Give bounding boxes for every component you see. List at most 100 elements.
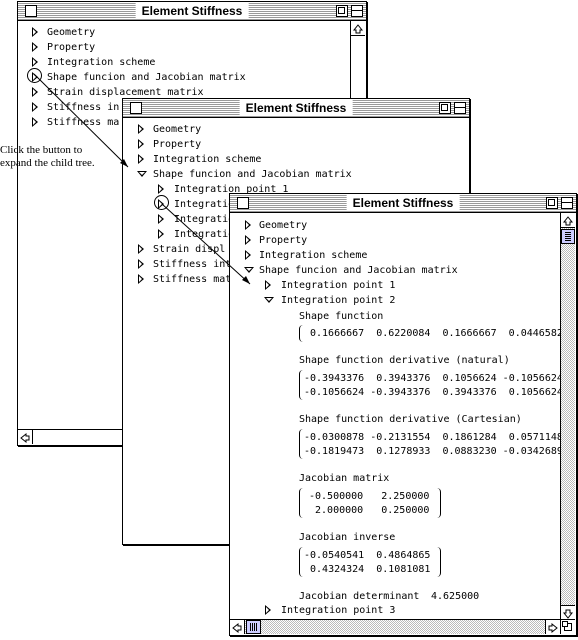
horizontal-scrollbar[interactable] bbox=[230, 619, 560, 634]
tree-item-integration-scheme[interactable]: Integration scheme bbox=[47, 57, 156, 68]
title-bar[interactable]: Element Stiffness bbox=[18, 2, 366, 21]
expand-triangle-icon[interactable] bbox=[245, 235, 251, 245]
scroll-left-arrow-icon[interactable] bbox=[18, 430, 33, 444]
expand-triangle-icon[interactable] bbox=[32, 27, 38, 37]
matrix-row: -0.1056624 -0.3943376 0.3943376 0.105662… bbox=[304, 387, 560, 398]
tree-item-property[interactable]: Property bbox=[47, 42, 96, 53]
close-box[interactable] bbox=[25, 5, 37, 17]
shape-function-label: Shape function bbox=[299, 311, 384, 322]
collapse-triangle-icon[interactable] bbox=[264, 297, 274, 303]
tree-item-integration-point-2[interactable]: Integratio bbox=[174, 199, 235, 210]
matrix-row: 0.1666667 0.6220084 0.1666667 0.0446582 bbox=[310, 328, 560, 339]
jacobian-determinant-label: Jacobian determinant bbox=[299, 591, 420, 602]
tree-item-geometry[interactable]: Geometry bbox=[259, 220, 308, 231]
collapse-box[interactable] bbox=[454, 102, 466, 114]
matrix-row: 2.000000 0.250000 bbox=[309, 505, 430, 516]
jacobian-matrix bbox=[299, 488, 441, 518]
window-title: Element Stiffness bbox=[135, 3, 249, 19]
scroll-up-arrow-icon[interactable] bbox=[561, 213, 575, 228]
zoom-box[interactable] bbox=[336, 5, 348, 17]
tree-item-shape-function[interactable]: Shape funcion and Jacobian matrix bbox=[47, 72, 246, 83]
expand-triangle-icon[interactable] bbox=[32, 102, 38, 112]
collapse-triangle-icon[interactable] bbox=[137, 171, 147, 177]
tree-item-stiffness-matrix[interactable]: Stiffness ma bbox=[47, 117, 120, 128]
matrix-row: 0.4324324 0.1081081 bbox=[304, 564, 431, 575]
tree-item-integration-point-2[interactable]: Integration point 2 bbox=[281, 295, 396, 306]
expand-triangle-icon[interactable] bbox=[158, 229, 164, 239]
callout-line-2: expand the child tree. bbox=[0, 157, 95, 169]
callout-line-1: Click the button to bbox=[0, 144, 83, 156]
scroll-thumb[interactable] bbox=[246, 620, 261, 634]
scroll-left-arrow-icon[interactable] bbox=[230, 620, 245, 634]
zoom-box[interactable] bbox=[439, 102, 451, 114]
expand-triangle-icon[interactable] bbox=[138, 244, 144, 254]
expand-triangle-icon[interactable] bbox=[138, 259, 144, 269]
expand-triangle-icon[interactable] bbox=[32, 117, 38, 127]
collapse-box[interactable] bbox=[561, 197, 573, 209]
expand-triangle-icon[interactable] bbox=[245, 250, 251, 260]
shape-derivative-cartesian-matrix bbox=[299, 429, 560, 459]
expand-triangle-icon[interactable] bbox=[158, 214, 164, 224]
tree-item-integration-point-1[interactable]: Integration point 1 bbox=[174, 184, 289, 195]
tree-item-shape-function[interactable]: Shape funcion and Jacobian matrix bbox=[259, 265, 458, 276]
expand-triangle-icon[interactable] bbox=[138, 139, 144, 149]
tree-item-geometry[interactable]: Geometry bbox=[47, 27, 96, 38]
tree-item-stiffness-integration[interactable]: Stiffness in bbox=[47, 102, 120, 113]
scroll-thumb[interactable] bbox=[561, 229, 575, 244]
tree-item-shape-function[interactable]: Shape funcion and Jacobian matrix bbox=[153, 169, 352, 180]
tree-item-stiffness-matrix[interactable]: Stiffness mat bbox=[153, 274, 232, 285]
collapse-triangle-icon[interactable] bbox=[244, 267, 254, 273]
jacobian-inverse-label: Jacobian inverse bbox=[299, 532, 396, 543]
expand-triangle-icon[interactable] bbox=[158, 199, 164, 209]
expand-triangle-icon[interactable] bbox=[32, 42, 38, 52]
shape-derivative-cartesian-label: Shape function derivative (Cartesian) bbox=[299, 414, 522, 425]
zoom-box[interactable] bbox=[546, 197, 558, 209]
expand-triangle-icon[interactable] bbox=[138, 154, 144, 164]
title-bar[interactable]: Element Stiffness bbox=[230, 194, 576, 213]
shape-function-matrix bbox=[299, 325, 560, 342]
tree-item-integration-scheme[interactable]: Integration scheme bbox=[259, 250, 368, 261]
close-box[interactable] bbox=[237, 197, 249, 209]
grow-box[interactable] bbox=[560, 619, 575, 634]
expand-triangle-icon[interactable] bbox=[265, 605, 271, 615]
tree-item-integration-scheme[interactable]: Integration scheme bbox=[153, 154, 262, 165]
tree-item-integration-point-3[interactable]: Integratio bbox=[174, 214, 235, 225]
tree-item-strain-displacement[interactable]: Strain displ bbox=[153, 244, 226, 255]
tree-item-property[interactable]: Property bbox=[153, 139, 202, 150]
matrix-row: -0.0300878 -0.2131554 0.1861284 0.057114… bbox=[304, 432, 560, 443]
element-stiffness-window-3: Element Stiffness Geometry Property Inte… bbox=[229, 193, 577, 636]
expand-triangle-icon[interactable] bbox=[265, 280, 271, 290]
tree-item-stiffness-integration[interactable]: Stiffness int bbox=[153, 259, 232, 270]
scroll-track[interactable] bbox=[245, 620, 545, 634]
vertical-scrollbar[interactable] bbox=[560, 213, 575, 620]
expand-triangle-icon[interactable] bbox=[138, 124, 144, 134]
matrix-row: -0.500000 2.250000 bbox=[309, 491, 430, 502]
tree-item-integration-point-1[interactable]: Integration point 1 bbox=[281, 280, 396, 291]
highlight-circle bbox=[154, 195, 169, 210]
jacobian-determinant-value: 4.625000 bbox=[431, 591, 480, 602]
tree-item-geometry[interactable]: Geometry bbox=[153, 124, 202, 135]
expand-triangle-icon[interactable] bbox=[32, 72, 38, 82]
title-bar[interactable]: Element Stiffness bbox=[123, 99, 469, 118]
tree-view: Geometry Property Integration scheme Sha… bbox=[230, 213, 560, 619]
tree-item-integration-point-3[interactable]: Integration point 3 bbox=[281, 605, 396, 616]
expand-triangle-icon[interactable] bbox=[32, 87, 38, 97]
callout-annotation: Click the button to expand the child tre… bbox=[0, 144, 130, 170]
scroll-down-arrow-icon[interactable] bbox=[561, 605, 575, 620]
tree-item-integration-point-4[interactable]: Integratio bbox=[174, 229, 235, 240]
close-box[interactable] bbox=[130, 102, 142, 114]
scroll-track[interactable] bbox=[561, 228, 575, 605]
matrix-row: -0.0540541 0.4864865 bbox=[304, 550, 431, 561]
expand-triangle-icon[interactable] bbox=[32, 57, 38, 67]
jacobian-inverse-matrix bbox=[299, 547, 441, 577]
tree-item-property[interactable]: Property bbox=[259, 235, 308, 246]
jacobian-matrix-label: Jacobian matrix bbox=[299, 473, 390, 484]
expand-triangle-icon[interactable] bbox=[245, 220, 251, 230]
expand-triangle-icon[interactable] bbox=[138, 274, 144, 284]
shape-derivative-natural-label: Shape function derivative (natural) bbox=[299, 355, 510, 366]
expand-triangle-icon[interactable] bbox=[158, 184, 164, 194]
scroll-right-arrow-icon[interactable] bbox=[545, 620, 560, 634]
collapse-box[interactable] bbox=[351, 5, 363, 17]
matrix-row: -0.3943376 0.3943376 0.1056624 -0.105662… bbox=[304, 373, 560, 384]
scroll-up-arrow-icon[interactable] bbox=[351, 21, 365, 36]
